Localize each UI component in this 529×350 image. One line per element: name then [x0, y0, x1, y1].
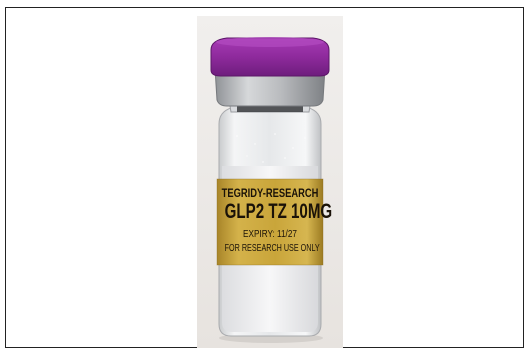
vial-product-name: GLP2 TZ 10MG: [224, 200, 333, 223]
image-frame: TEGRIDY-RESEARCH GLP2 TZ 10MG EXPIRY: 11…: [5, 7, 524, 348]
vial-cap-icon: [210, 37, 330, 77]
vial-usage-notice: FOR RESEARCH USE ONLY: [224, 243, 320, 254]
vial-expiry-text: EXPIRY: 11/27: [243, 229, 297, 240]
vial-photo: TEGRIDY-RESEARCH GLP2 TZ 10MG EXPIRY: 11…: [197, 16, 343, 348]
vial-brand-text: TEGRIDY-RESEARCH: [221, 186, 319, 200]
vial-illustration: [210, 37, 330, 343]
